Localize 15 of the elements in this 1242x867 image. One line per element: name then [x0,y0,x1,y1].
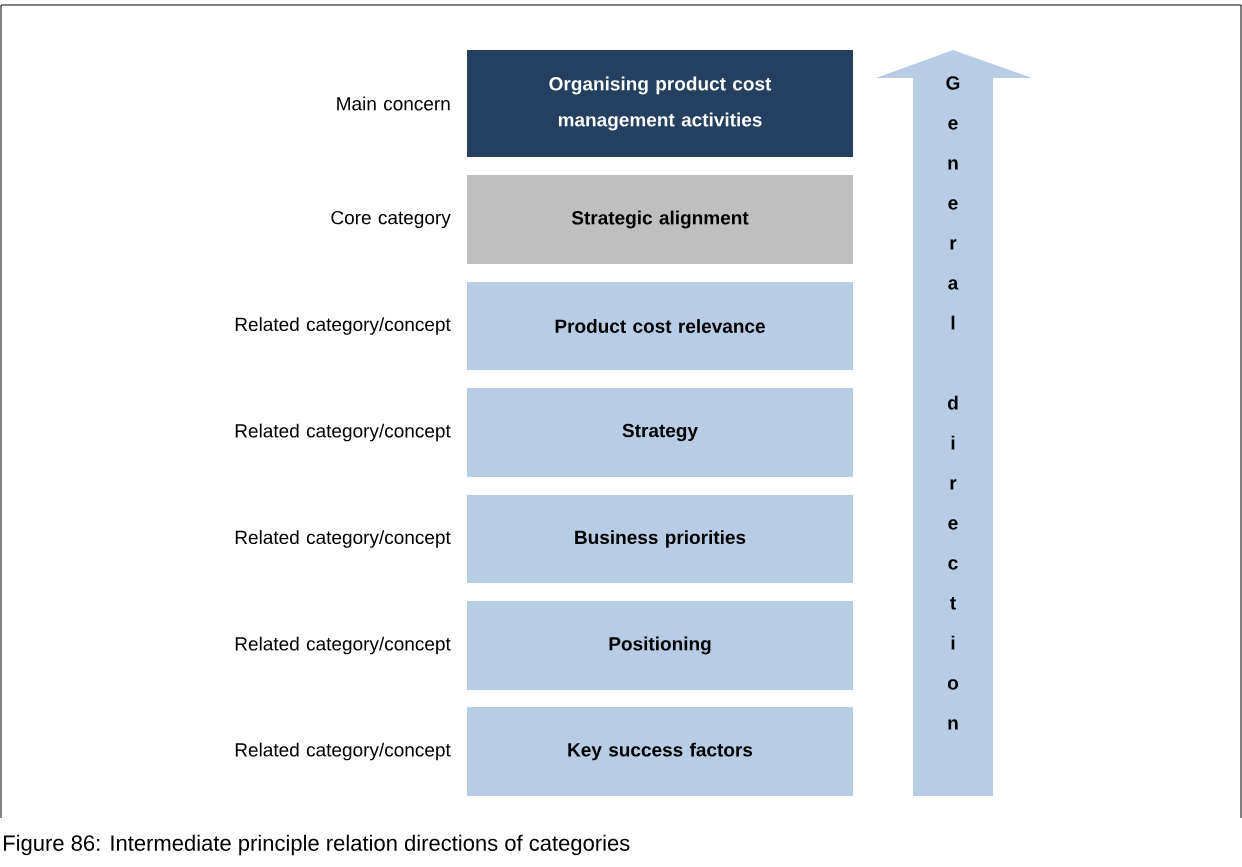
category-box: Strategy [467,388,853,477]
level-label: Related category/concept [235,317,451,335]
level-label: Related category/concept [235,530,451,548]
figure-caption: Figure 86: Intermediate principle relation directions of categories [4,834,630,856]
category-box: Key success factors [467,707,853,796]
category-box: Positioning [467,601,853,690]
category-box: Product cost relevance [467,282,853,370]
level-label: Main concern [337,96,450,111]
level-label: Related category/concept [235,423,451,442]
category-box: Business priorities [467,495,853,583]
category-box: Strategic alignment [467,175,853,264]
level-label: Related category/concept [235,636,451,655]
level-label: Core category [331,210,451,229]
category-box: Organising product cost management activities [467,50,853,157]
level-label: Related category/concept [235,742,451,761]
